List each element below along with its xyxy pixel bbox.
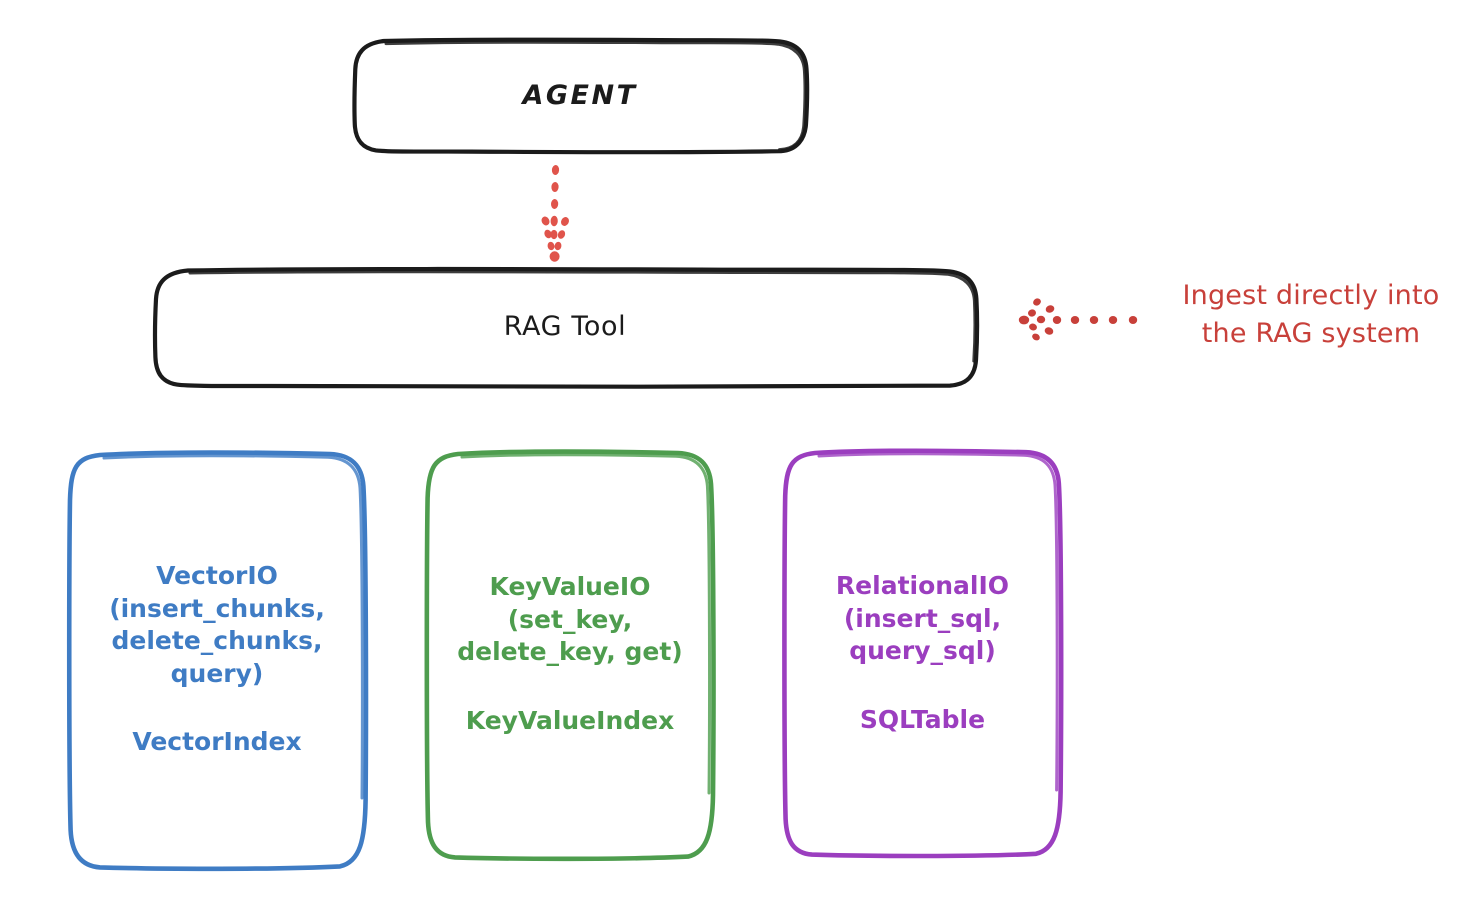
rag-tool-label: RAG Tool (503, 310, 627, 342)
agent-label: AGENT (522, 79, 638, 111)
vector-io-api-label: VectorIO (insert_chunks, delete_chunks, … (109, 561, 325, 688)
key-value-io-api-label: KeyValueIO (set_key, delete_key, get) (457, 572, 683, 666)
vector-io-node[interactable]: VectorIO (insert_chunks, delete_chunks, … (68, 450, 366, 869)
key-value-io-node[interactable]: KeyValueIO (set_key, delete_key, get) Ke… (427, 450, 713, 858)
key-value-index-label: KeyValueIndex (465, 705, 675, 735)
relational-io-node[interactable]: RelationalIO (insert_sql, query_sql) SQL… (784, 450, 1061, 856)
ingest-annotation-text: Ingest directly into the RAG system (1182, 280, 1440, 350)
sql-table-label: SQLTable (859, 704, 986, 734)
relational-io-api-label: RelationalIO (insert_sql, query_sql) (835, 571, 1010, 665)
ingest-arrow-icon (1018, 298, 1138, 341)
agent-to-ragtool-connector (541, 165, 569, 262)
agent-node[interactable]: AGENT (355, 39, 805, 152)
vector-index-label: VectorIndex (132, 727, 302, 757)
rag-tool-node[interactable]: RAG Tool (155, 268, 975, 385)
